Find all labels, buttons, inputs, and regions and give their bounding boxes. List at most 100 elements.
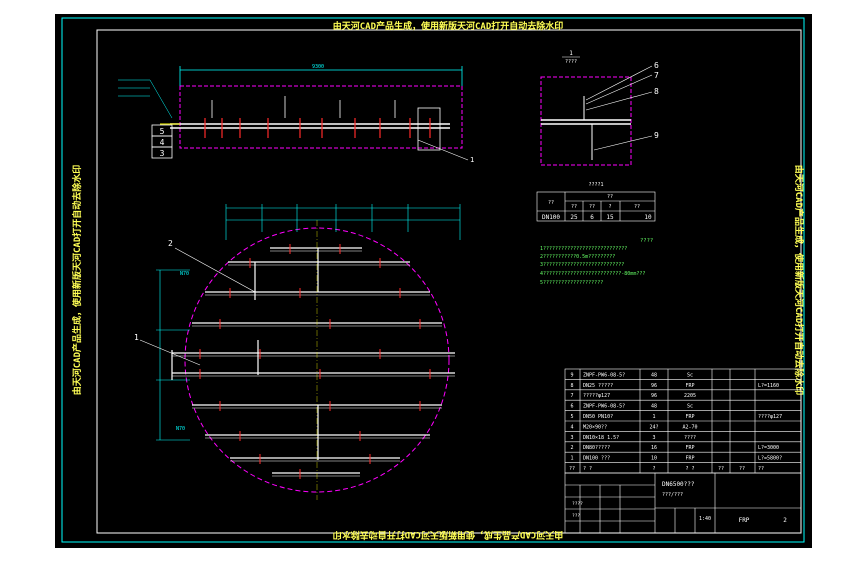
title-block-name: DN6500??? [662,481,695,488]
bom-row-qty: 48 [651,372,657,378]
bom-row-mat: FRP [685,456,694,462]
callout-7: 7 [654,71,659,80]
bom-row-qty: 3 [652,435,655,441]
elevation-vessel-outline [179,85,463,149]
notes-line-4: 4??????????????????????????-80mm??? [540,271,645,277]
bom-row-no: 6 [570,404,573,410]
plan-dim-ticks [225,204,461,240]
bom-row-qty: 48 [651,404,657,410]
bom-row-mat: FRP [685,414,694,420]
bom-row-name: DN80????? [583,445,610,451]
callout-5: 5 [160,127,165,136]
bom-row-qty: 24? [649,424,658,430]
plan-dim-left-a: N70 [180,271,189,277]
bom-row-mat: Sc [687,372,693,378]
outer-border [61,17,805,543]
notes-line-3: 3??????????????????????????? [540,262,624,268]
lateral-pipes-inner [172,250,455,477]
callout-box [151,146,173,159]
detail-head: 1 [569,50,573,57]
bom-row-no: 7 [570,393,573,399]
param-val-3: 10 [644,214,652,221]
bom-row-name: DN10×18 1.5? [583,435,619,441]
bom-row-name: DN25 ????? [583,383,613,389]
param-row-label: DN100 [542,214,560,221]
bom-header-mat: ? ? [685,466,694,472]
bom-row-qty: 96 [651,393,657,399]
plan-leader-1 [139,339,201,366]
watermark-bottom: 由天河CAD产品生成，使用新版天河CAD打开自动去除水印 [333,529,564,541]
bom-row-mat: ???? [684,435,696,441]
elevation-supports [211,96,396,118]
bom-row-no: 4 [570,424,573,430]
plan-callout-1: 1 [134,333,139,342]
notes-line-1: 1???????????????????????????? [540,246,627,252]
title-block-grid [564,472,802,534]
plan-nozzles [199,244,431,479]
bom-row-note: L?=5800? [758,456,782,462]
detail-leaders [585,65,653,151]
notes-line-5: 5???????????????????? [540,280,603,286]
param-val-0: 25 [570,214,578,221]
bom-row-qty: 16 [651,445,657,451]
callout-9: 9 [654,131,659,140]
watermark-left: 由天河CAD产品生成，使用新版天河CAD打开自动去除水印 [71,165,83,396]
callout-6: 6 [654,61,659,70]
callout-3: 3 [160,149,165,158]
bom-row-qty: 1 [652,414,655,420]
callout-8: 8 [654,87,659,96]
plan-callout-2: 2 [168,239,173,248]
bom-row-no: 3 [570,435,573,441]
param-val-1: 6 [590,214,594,221]
plan-view: N70 N70 [134,204,461,500]
notes-line-2: 2???????????0.5m????????? [540,254,615,260]
bom-row-name: DN50 PN10? [583,414,613,420]
bom-row-mat: FRP [685,383,694,389]
bom-row-name: ZNPF-PW6-08-5? [583,372,625,378]
title-block-scale: 1:40 [699,516,711,522]
vessel-circle [184,227,450,493]
bom-row-name: ZNPF-PW6-08-5? [583,404,625,410]
title-block-label-b: ??? [572,513,580,519]
param-header-span: ?? [607,194,613,200]
title-block-sheet: 2 [783,517,787,524]
bom-row-note: L?=1160 [758,383,779,389]
bom-row-no: 5 [570,414,573,420]
title-block-subname: ???/??? [662,492,683,498]
vertical-headers [254,248,319,460]
bom-row-mat: A2-70 [682,424,697,430]
plan-dim-left-b: N70 [176,426,185,432]
notes-title: ???? [640,238,653,244]
param-table [536,191,656,222]
elevation-nozzles [204,118,431,138]
leader-line [417,139,469,161]
param-sub-2: ? [608,204,611,210]
watermark-top: 由天河CAD产品生成，使用新版天河CAD打开自动去除水印 [333,20,564,32]
bom-header-c2: ?? [739,466,745,472]
bom-header-note: ?? [758,466,764,472]
plan-dim-left-ticks [156,269,190,441]
elevation-view: 9300 5 4 3 1 [118,64,474,164]
bom-row-no: 1 [570,456,573,462]
bom-row-no: 9 [570,372,573,378]
title-block-material: FRP [739,517,750,524]
detail-outline [540,76,632,166]
inner-frame [96,29,802,534]
callout-1-top: 1 [470,156,474,164]
title-block-label-a: ???? [572,501,583,507]
bom-row-no: 2 [570,445,573,451]
bom-row-qty: 10 [651,456,657,462]
param-sub-3: ?? [634,204,640,210]
bom-header-qty: ? [652,466,655,472]
elevation-leaders [118,79,173,119]
bom-header-no: ?? [569,466,575,472]
bom-row-qty: 96 [651,383,657,389]
drawing-background [55,14,812,548]
bom-row-mat: Sc [687,404,693,410]
param-val-2: 15 [606,214,614,221]
elevation-flange-box [417,107,441,151]
bom-row-name: DN100 ??? [583,456,610,462]
bom-row-note: ????φ127 [758,414,782,420]
